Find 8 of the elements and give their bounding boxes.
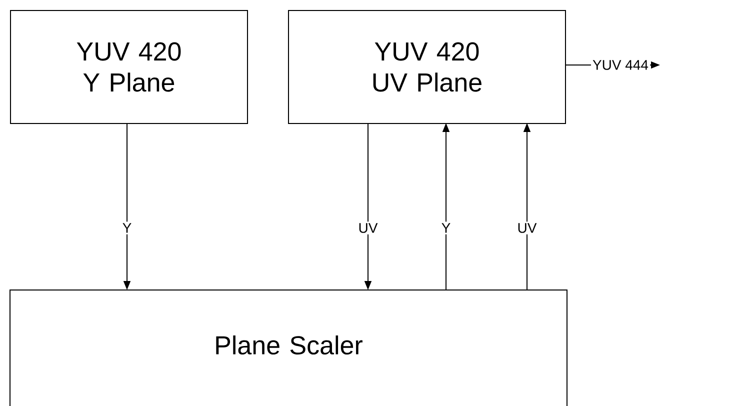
edge-label: Y [440,222,452,234]
block-box: YUV 420 UV Plane [288,10,566,124]
edge-label: UV [356,222,380,234]
block-box: YUV 420 Y Plane [10,10,248,124]
edge-label: Y [120,222,134,234]
block-box: Plane Scaler [10,290,568,406]
edge-label: UV [516,222,538,234]
edge-label: YUV 444 [590,58,650,72]
